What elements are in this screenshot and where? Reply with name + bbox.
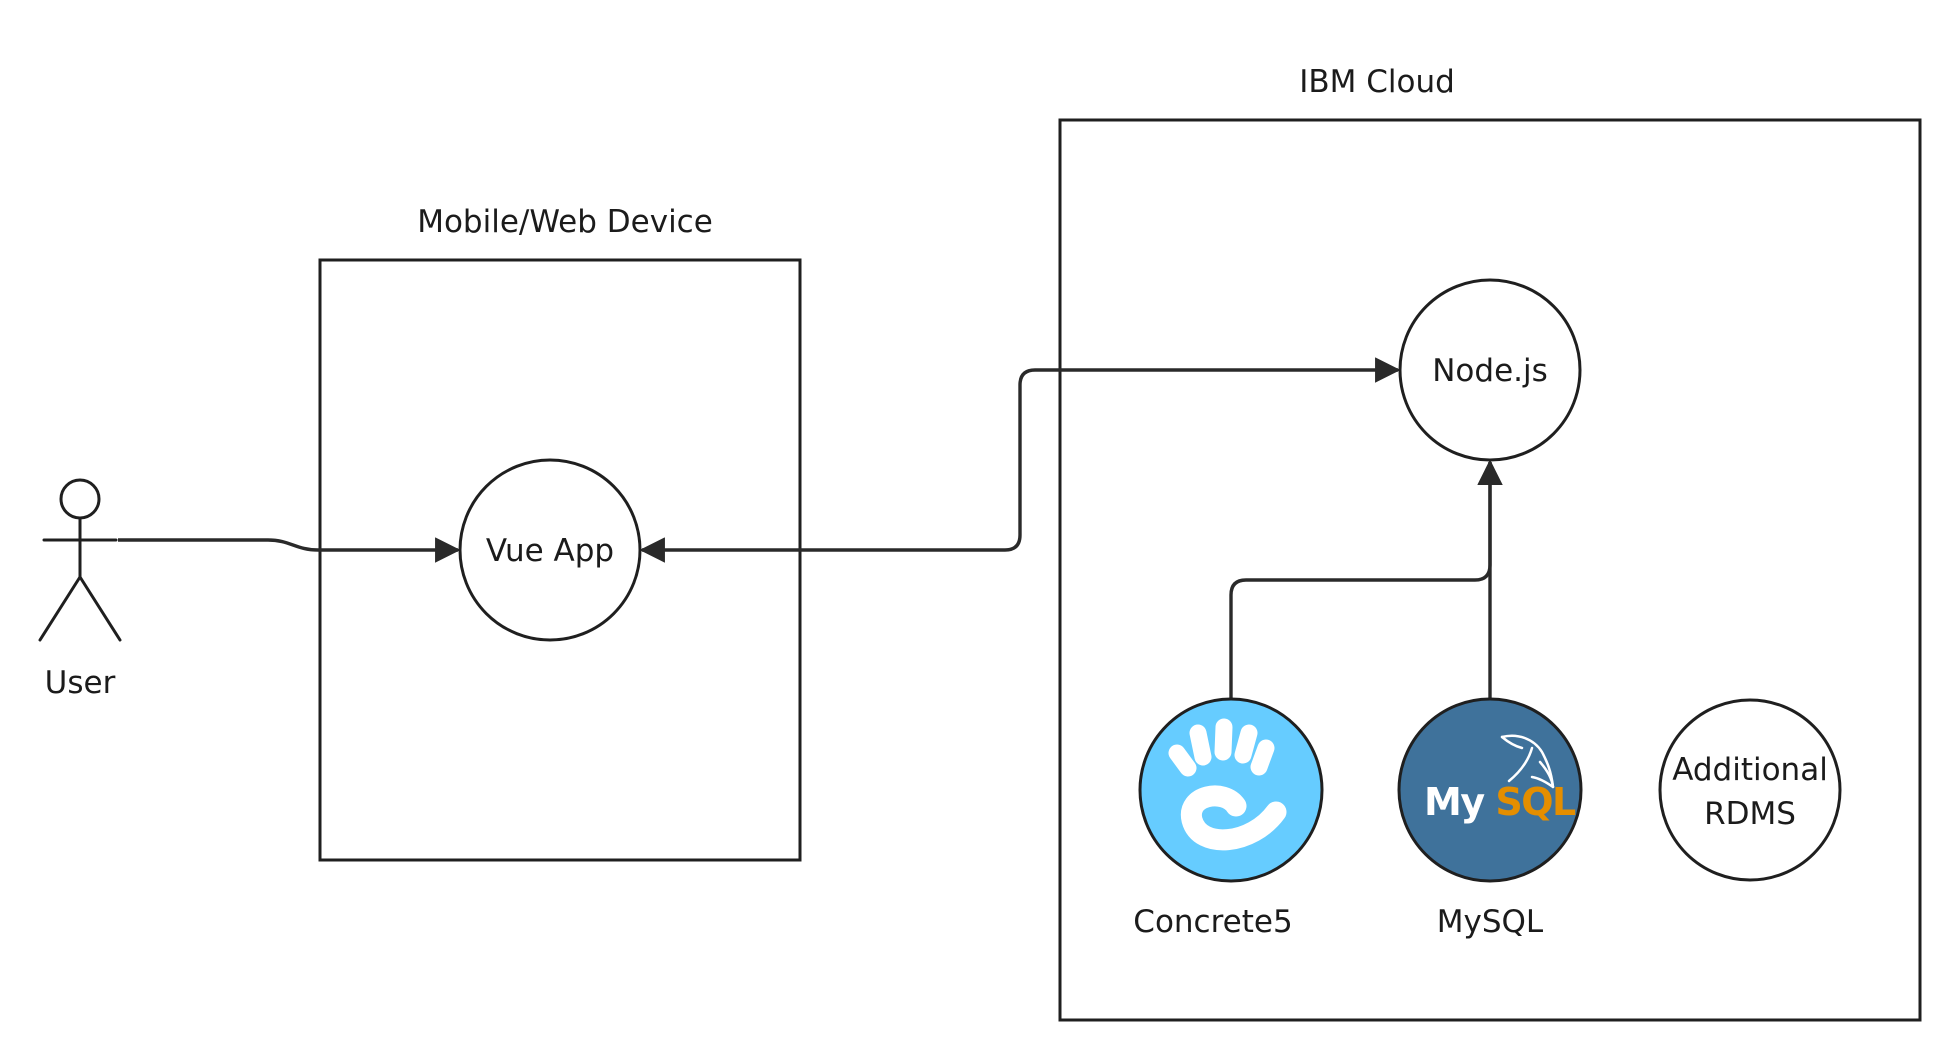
nodejs-node: Node.js — [1398, 278, 1582, 462]
vue-app-node: Vue App — [458, 458, 642, 642]
edge-vue-app-nodejs — [639, 357, 1401, 563]
additional-rdms-node: Additional RDMS — [1658, 698, 1842, 882]
mysql-logo-text: My SQL — [1424, 780, 1576, 824]
device-group: Mobile/Web Device — [318, 204, 802, 862]
nodejs-label: Node.js — [1432, 353, 1548, 389]
stick-figure-icon — [38, 478, 122, 642]
mysql-logo-sql: SQL — [1495, 780, 1576, 824]
mysql-label: MySQL — [1437, 904, 1544, 940]
cloud-group-label: IBM Cloud — [1299, 64, 1455, 100]
user-label: User — [45, 665, 116, 701]
user-actor: User — [38, 478, 122, 701]
dolphin-icon — [1500, 734, 1555, 789]
additional-rdms-label-line1: Additional — [1672, 752, 1828, 788]
edge-user-to-vue-app — [118, 537, 461, 563]
concrete5-node: Concrete5 — [1133, 697, 1324, 940]
concrete5-label: Concrete5 — [1133, 904, 1292, 940]
mysql-logo-my: My — [1424, 780, 1485, 824]
device-group-label: Mobile/Web Device — [417, 204, 713, 240]
cloud-boundary — [1058, 118, 1922, 1022]
additional-rdms-label-line2: RDMS — [1704, 796, 1796, 832]
hand-icon — [1168, 718, 1287, 851]
vue-app-label: Vue App — [486, 533, 614, 569]
mysql-node: My SQL MySQL — [1397, 697, 1583, 940]
edge-concrete5-to-nodejs — [1229, 459, 1503, 698]
cloud-group: IBM Cloud — [1058, 64, 1922, 1022]
